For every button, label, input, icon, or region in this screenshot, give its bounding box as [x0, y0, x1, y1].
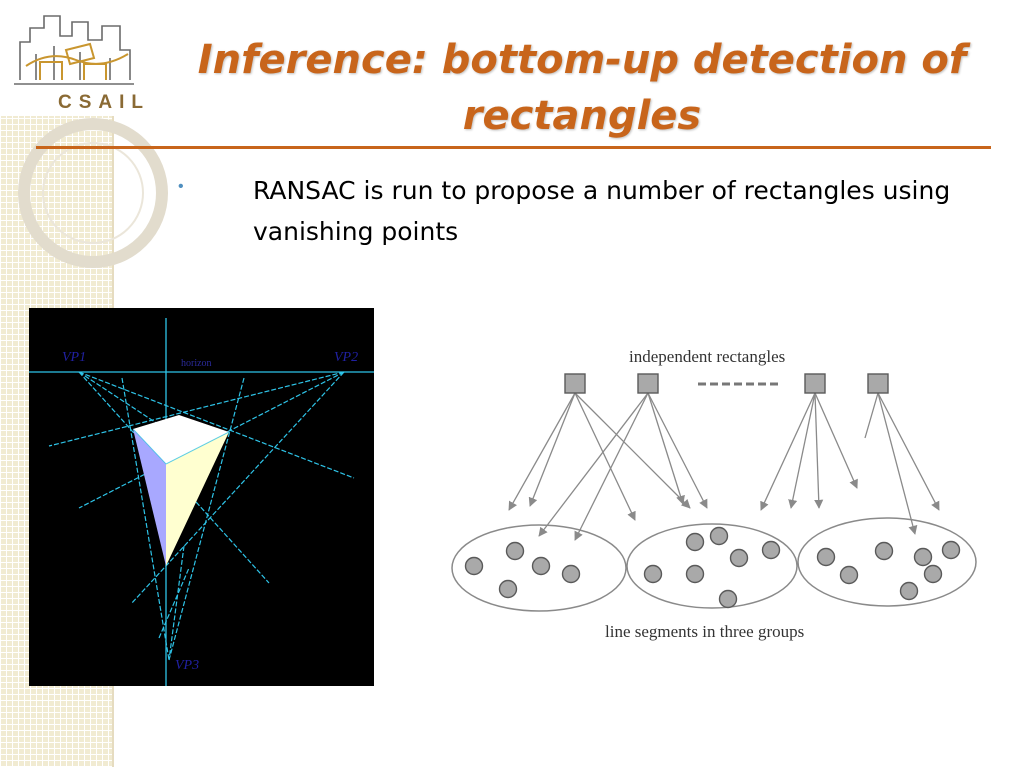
vanishing-point-image: VP1 VP2 VP3 horizon: [29, 308, 374, 686]
vp3-label: VP3: [175, 658, 200, 673]
slide-title: Inference: bottom-up detection of rectan…: [197, 37, 967, 139]
rectangles-to-segments-diagram: independent rectangles line segments in …: [445, 340, 990, 650]
vp1-label: VP1: [62, 350, 87, 365]
csail-logo: CSAIL: [0, 0, 172, 116]
logo-text: CSAIL: [58, 92, 150, 113]
title-underline: [36, 146, 991, 149]
decorative-ring-inner: [42, 142, 144, 244]
line-segments-label: line segments in three groups: [605, 622, 805, 641]
vp2-label: VP2: [334, 350, 359, 365]
horizon-label: horizon: [181, 358, 212, 369]
graph-figure: [451, 373, 977, 612]
vanishing-lines-figure: [29, 318, 374, 686]
bullet-marker: •: [178, 178, 184, 195]
bullet-text: RANSAC is run to propose a number of rec…: [253, 176, 951, 246]
independent-rectangles-label: independent rectangles: [629, 347, 786, 366]
csail-logo-icon: [14, 15, 134, 85]
